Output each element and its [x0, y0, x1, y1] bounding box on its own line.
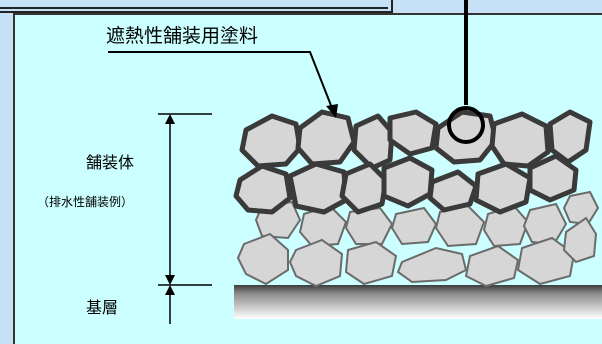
uncoated-aggregate	[236, 190, 600, 288]
coating-highlight-circle	[447, 106, 485, 144]
pavement-body-label: 舗装体	[86, 153, 135, 172]
coating-label: 遮熱性舗装用塗料	[106, 25, 259, 47]
coated-aggregate	[233, 109, 593, 215]
dimension-arrowheads	[165, 114, 175, 295]
coating-leader-line	[108, 51, 333, 109]
base-layer-band	[234, 285, 602, 319]
base-layer-label: 基層	[86, 298, 119, 317]
coating-leader-arrowhead	[326, 104, 338, 118]
pavement-example-label: （排水性舗装例）	[37, 195, 134, 209]
dimension-lines	[158, 113, 212, 324]
top-frame	[0, 0, 393, 13]
